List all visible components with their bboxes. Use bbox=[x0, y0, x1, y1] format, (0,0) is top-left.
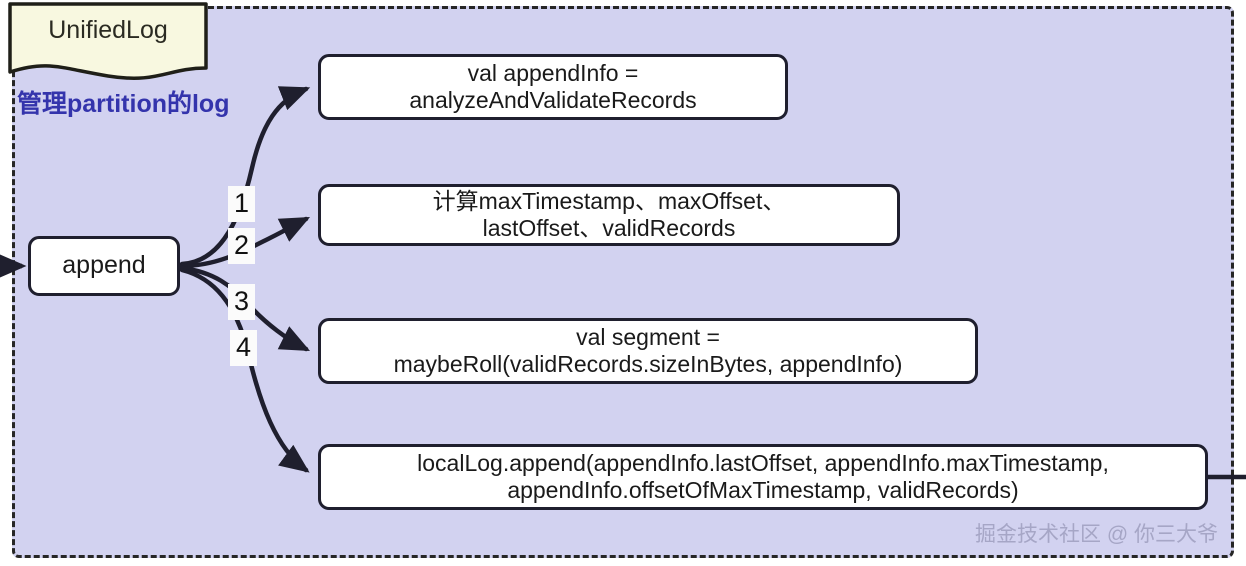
edge-label-3: 3 bbox=[228, 284, 256, 320]
node-step-1[interactable]: val appendInfo = analyzeAndValidateRecor… bbox=[318, 54, 788, 120]
node-step-3-label: val segment = maybeRoll(validRecords.siz… bbox=[393, 323, 903, 377]
unifiedlog-note: UnifiedLog bbox=[8, 2, 208, 80]
node-step-3[interactable]: val segment = maybeRoll(validRecords.siz… bbox=[318, 318, 978, 384]
node-append[interactable]: append bbox=[28, 236, 180, 296]
node-append-label: append bbox=[62, 251, 146, 280]
edge-label-2: 2 bbox=[228, 228, 256, 264]
node-step-2[interactable]: 计算maxTimestamp、maxOffset、 lastOffset、val… bbox=[318, 184, 900, 246]
node-step-2-label: 计算maxTimestamp、maxOffset、 lastOffset、val… bbox=[432, 187, 786, 241]
unifiedlog-note-label: UnifiedLog bbox=[48, 16, 168, 44]
watermark-text: 掘金技术社区 @ 你三大爷 bbox=[975, 523, 1218, 546]
node-step-4[interactable]: localLog.append(appendInfo.lastOffset, a… bbox=[318, 444, 1208, 510]
edge-label-1: 1 bbox=[228, 186, 256, 222]
edge-label-4: 4 bbox=[230, 330, 258, 366]
unifiedlog-note-subtitle: 管理partition的log bbox=[17, 90, 230, 118]
node-step-4-label: localLog.append(appendInfo.lastOffset, a… bbox=[417, 449, 1109, 503]
note-shape-icon bbox=[8, 2, 208, 80]
node-step-1-label: val appendInfo = analyzeAndValidateRecor… bbox=[409, 59, 697, 113]
